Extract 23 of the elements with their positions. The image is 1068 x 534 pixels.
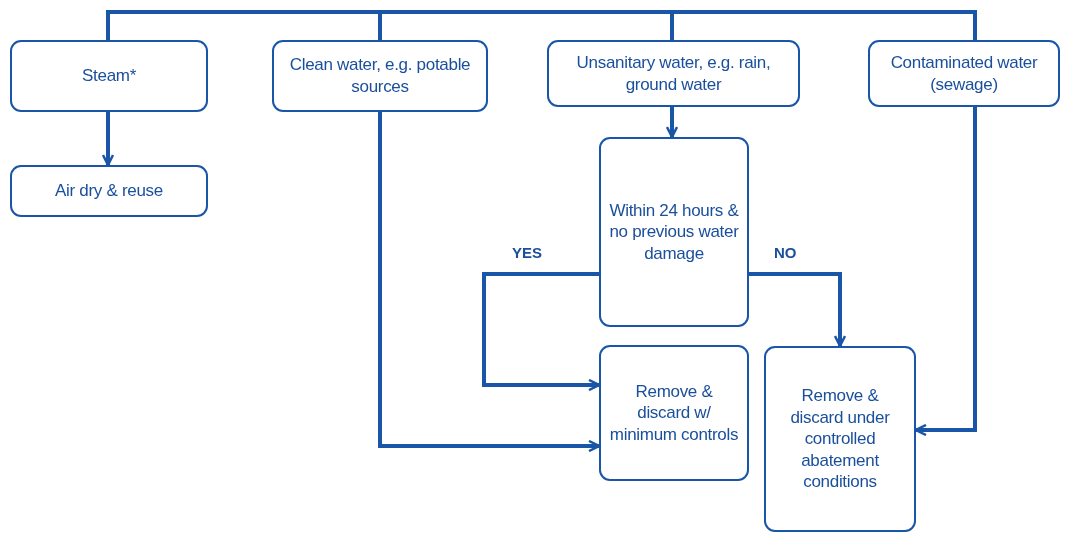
- box-text: Unsanitary water, e.g. rain, ground water: [575, 51, 772, 96]
- process-box: [599, 345, 749, 481]
- process-box: [272, 40, 488, 112]
- box-text: Remove & discard under controlled abatement conditions: [789, 385, 891, 493]
- process-box: [868, 40, 1060, 107]
- process-box: [599, 137, 749, 327]
- box-text: Air dry & reuse: [55, 180, 163, 202]
- process-box: [547, 40, 800, 107]
- arrow: [101, 112, 115, 167]
- box-text: Within 24 hours & no previous water damage: [609, 199, 739, 265]
- arrow: [378, 112, 601, 453]
- box-text: Clean water, e.g. potable sources: [288, 54, 472, 98]
- box-text: Contaminated water (sewage): [889, 51, 1039, 96]
- arrow: [482, 272, 601, 392]
- process-box: [10, 40, 208, 112]
- arrow: [914, 107, 977, 437]
- arrow: [665, 107, 679, 139]
- arrow: [749, 272, 847, 348]
- process-box: [10, 165, 208, 217]
- box-text: Remove & discard w/ minimum controls: [609, 380, 739, 446]
- connector-line: [670, 10, 977, 40]
- process-box: [764, 346, 916, 532]
- box-text: Steam*: [82, 65, 136, 87]
